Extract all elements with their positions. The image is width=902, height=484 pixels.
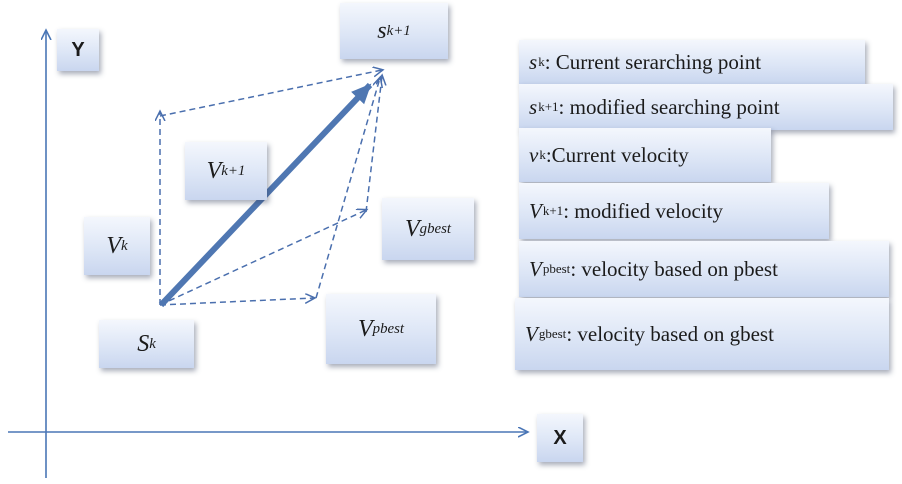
- label-base: V: [404, 215, 420, 242]
- legend-sym: s: [529, 94, 538, 119]
- x-axis-label-text: X: [553, 426, 567, 449]
- label-sup: k+1: [386, 22, 411, 39]
- y-axis-label-text: Y: [71, 38, 85, 61]
- label-base: S: [137, 330, 150, 357]
- gbest-to-target-arrow: [365, 76, 382, 213]
- legend-sup: k: [538, 54, 545, 69]
- top-dashed-arrow: [159, 70, 382, 117]
- pbest-dashed-arrow: [159, 298, 314, 306]
- legend-text: : modified searching point: [558, 94, 780, 119]
- legend-text: : velocity based on pbest: [570, 256, 778, 281]
- pbest-to-target-arrow: [315, 78, 380, 299]
- y-axis-label: Y: [57, 29, 99, 71]
- legend-text: : velocity based on gbest: [566, 321, 774, 346]
- legend-sym: s: [529, 49, 538, 74]
- legend-sub: pbest: [542, 261, 571, 276]
- legend-text: : Current serarching point: [544, 49, 762, 74]
- label-sub: gbest: [419, 220, 452, 237]
- legend-sub: gbest: [538, 326, 567, 341]
- legend-sym: V: [525, 321, 538, 346]
- legend-text: : modified velocity: [563, 198, 723, 223]
- legend-sup: k+1: [542, 203, 564, 218]
- label-sub: k+1: [221, 162, 246, 179]
- label-sup: k: [149, 335, 156, 352]
- label-base: V: [206, 157, 222, 184]
- gbest-dashed-arrow: [159, 210, 366, 306]
- label-base: s: [377, 17, 387, 44]
- label-base: V: [106, 232, 122, 259]
- legend-sym: V: [529, 256, 542, 281]
- label-sub: k: [121, 237, 128, 254]
- legend-sym: V: [529, 198, 542, 223]
- legend-sup: k: [539, 147, 546, 162]
- legend-text: :Current velocity: [545, 142, 689, 167]
- legend-sup: k+1: [538, 99, 559, 114]
- label-sub: pbest: [372, 320, 405, 337]
- x-axis-label: X: [537, 414, 583, 462]
- label-base: V: [357, 315, 373, 342]
- legend-sym: v: [529, 142, 539, 167]
